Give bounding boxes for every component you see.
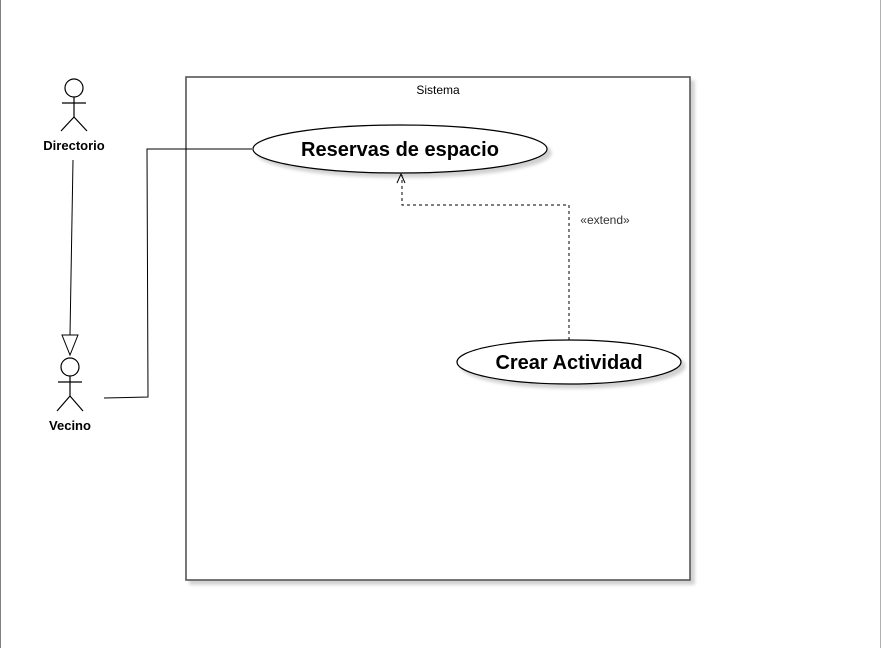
- use-case-reservas-label: Reservas de espacio: [301, 139, 499, 161]
- use-case-reservas[interactable]: Reservas de espacio: [252, 124, 548, 174]
- extend-label: «extend»: [580, 213, 630, 227]
- association-line[interactable]: [103, 148, 252, 399]
- actor-vecino-label: Vecino: [49, 418, 91, 433]
- generalization-arrow[interactable]: [61, 159, 79, 357]
- extend-relation[interactable]: «extend»: [396, 172, 630, 340]
- system-label: Sistema: [416, 83, 460, 97]
- actor-directorio-label: Directorio: [43, 138, 104, 153]
- actor-directorio[interactable]: [60, 78, 88, 132]
- use-case-crear-actividad[interactable]: Crear Actividad: [456, 339, 682, 385]
- extend-arrowhead: [396, 172, 406, 184]
- actor-vecino[interactable]: [56, 357, 84, 412]
- use-case-crear-actividad-label: Crear Actividad: [495, 352, 642, 374]
